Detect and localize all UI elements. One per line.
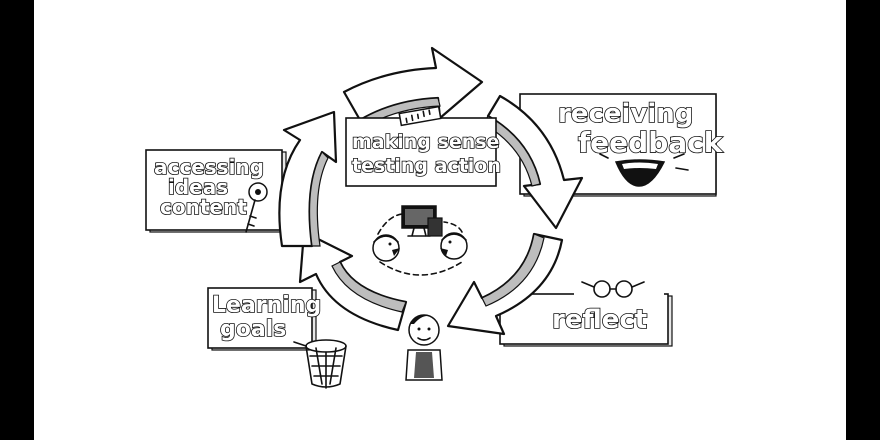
right-letterbox <box>846 0 880 440</box>
conversation-path-left <box>377 213 403 235</box>
cycle-arrow-right <box>483 94 584 230</box>
cycle-arrow-bottom-left <box>298 230 408 332</box>
card-accessing-ideas-content: accessing ideas content <box>145 149 287 233</box>
mouth-icon <box>599 153 689 187</box>
access-label-line1: accessing <box>154 155 264 179</box>
person-icon <box>405 314 443 381</box>
learning-cycle-diagram: receiving feedback accessing ideas conte… <box>34 0 846 440</box>
diagram-svg: receiving feedback accessing ideas conte… <box>145 46 725 389</box>
access-label-line2: ideas <box>168 175 228 199</box>
reflect-label: reflect <box>552 305 647 335</box>
conversation-path <box>379 261 463 276</box>
cycle-arrow-left <box>278 110 338 248</box>
feedback-label-line2: feedback <box>578 126 724 159</box>
center-label: making sense testing action <box>345 105 502 187</box>
goals-label-line1: Learning <box>212 293 321 318</box>
feedback-label-line1: receiving <box>558 99 693 129</box>
center-label-line2: testing action <box>352 155 501 177</box>
goals-label-line2: goals <box>220 317 286 342</box>
basketball-hoop-icon <box>293 339 347 389</box>
center-label-line1: making sense <box>352 131 499 153</box>
computer-icon <box>401 205 443 237</box>
access-label-line3: content <box>160 195 247 219</box>
cycle-arrow-bottom-right <box>446 232 564 336</box>
card-learning-goals: Learning goals <box>207 287 322 351</box>
card-reflect: reflect <box>499 276 673 347</box>
conversation-path-right <box>443 221 463 233</box>
glasses-icon <box>574 276 664 298</box>
ruler-icon <box>398 105 442 127</box>
key-icon <box>245 182 268 233</box>
person-right-icon <box>440 232 468 260</box>
person-left-icon <box>372 234 400 262</box>
left-letterbox <box>0 0 34 440</box>
